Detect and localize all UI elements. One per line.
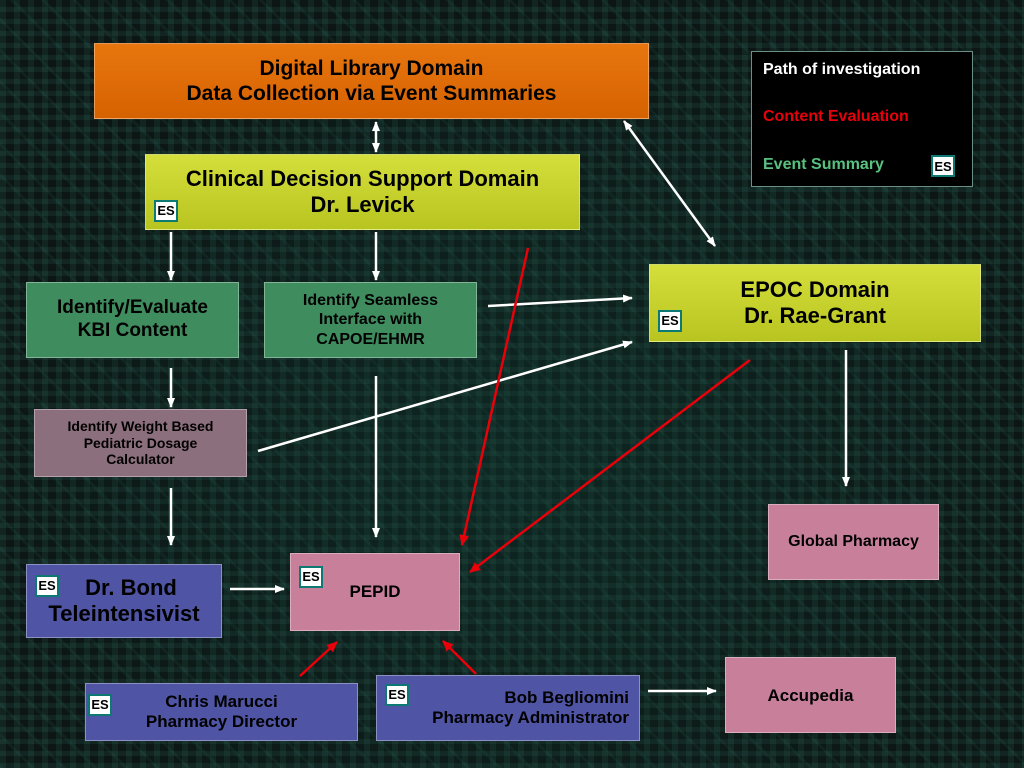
- bond-line2: Teleintensivist: [48, 601, 200, 626]
- global-pharmacy-box: Global Pharmacy: [768, 504, 939, 580]
- clinical-person: Dr. Levick: [310, 192, 415, 217]
- digital-library-domain-box: Digital Library Domain Data Collection v…: [94, 43, 649, 119]
- pepid-box: PEPID ES: [290, 553, 460, 631]
- epoc-title: EPOC Domain: [740, 276, 890, 302]
- begliomini-line2: Pharmacy Administrator: [432, 708, 629, 727]
- kbi-content-box: Identify/Evaluate KBI Content: [26, 282, 239, 358]
- es-badge: ES: [35, 575, 59, 597]
- arrow-seamless-epoc: [487, 294, 633, 308]
- pepid-label: PEPID: [349, 581, 401, 601]
- marucci-line2: Pharmacy Director: [145, 712, 298, 731]
- red-arrow-clinical-pepid: [459, 247, 530, 546]
- begliomini-box: Bob Begliomini Pharmacy Administrator ES: [376, 675, 640, 741]
- accupedia-label: Accupedia: [767, 686, 854, 705]
- kbi-line2: KBI Content: [77, 320, 188, 341]
- weight-line1: Identify Weight Based: [67, 417, 214, 434]
- epoc-person: Dr. Rae-Grant: [744, 303, 886, 328]
- arrow-weight-epoc: [257, 340, 633, 453]
- weight-line3: Calculator: [106, 451, 175, 468]
- es-badge: ES: [658, 310, 682, 332]
- es-badge: ES: [385, 684, 409, 706]
- digital-library-subtitle: Data Collection via Event Summaries: [186, 82, 557, 105]
- legend-path-label: Path of investigation: [763, 61, 921, 78]
- es-badge: ES: [299, 566, 323, 588]
- legend: Path of investigation Content Evaluation…: [751, 51, 973, 187]
- arrow-library-epoc: [622, 120, 717, 247]
- es-badge: ES: [154, 200, 178, 222]
- dr-bond-box: Dr. Bond Teleintensivist ES: [26, 564, 222, 638]
- es-badge: ES: [931, 155, 955, 177]
- seamless-interface-box: Identify Seamless Interface with CAPOE/E…: [264, 282, 477, 358]
- marucci-box: Chris Marucci Pharmacy Director ES: [85, 683, 358, 741]
- clinical-decision-support-box: Clinical Decision Support Domain Dr. Lev…: [145, 154, 580, 230]
- seamless-line2: Interface with: [318, 311, 423, 329]
- accupedia-box: Accupedia: [725, 657, 896, 733]
- legend-content-label: Content Evaluation: [763, 108, 909, 125]
- seamless-line3: CAPOE/EHMR: [316, 330, 425, 348]
- kbi-line1: Identify/Evaluate: [57, 297, 208, 319]
- weight-calculator-box: Identify Weight Based Pediatric Dosage C…: [34, 409, 247, 477]
- begliomini-line1: Bob Begliomini: [504, 687, 629, 707]
- bond-line1: Dr. Bond: [85, 574, 177, 600]
- weight-line2: Pediatric Dosage: [83, 434, 198, 451]
- red-arrow-epoc-pepid: [469, 359, 751, 573]
- red-arrow-begliomini-pepid: [442, 640, 477, 675]
- es-badge: ES: [88, 694, 112, 716]
- marucci-line1: Chris Marucci: [165, 691, 278, 711]
- global-pharmacy-label: Global Pharmacy: [788, 533, 919, 551]
- seamless-line1: Identify Seamless: [302, 292, 439, 310]
- clinical-title: Clinical Decision Support Domain: [185, 165, 540, 191]
- red-arrow-marucci-pepid: [299, 641, 338, 677]
- legend-event-label: Event Summary: [763, 156, 884, 173]
- epoc-domain-box: EPOC Domain Dr. Rae-Grant ES: [649, 264, 981, 342]
- digital-library-title: Digital Library Domain: [259, 56, 484, 80]
